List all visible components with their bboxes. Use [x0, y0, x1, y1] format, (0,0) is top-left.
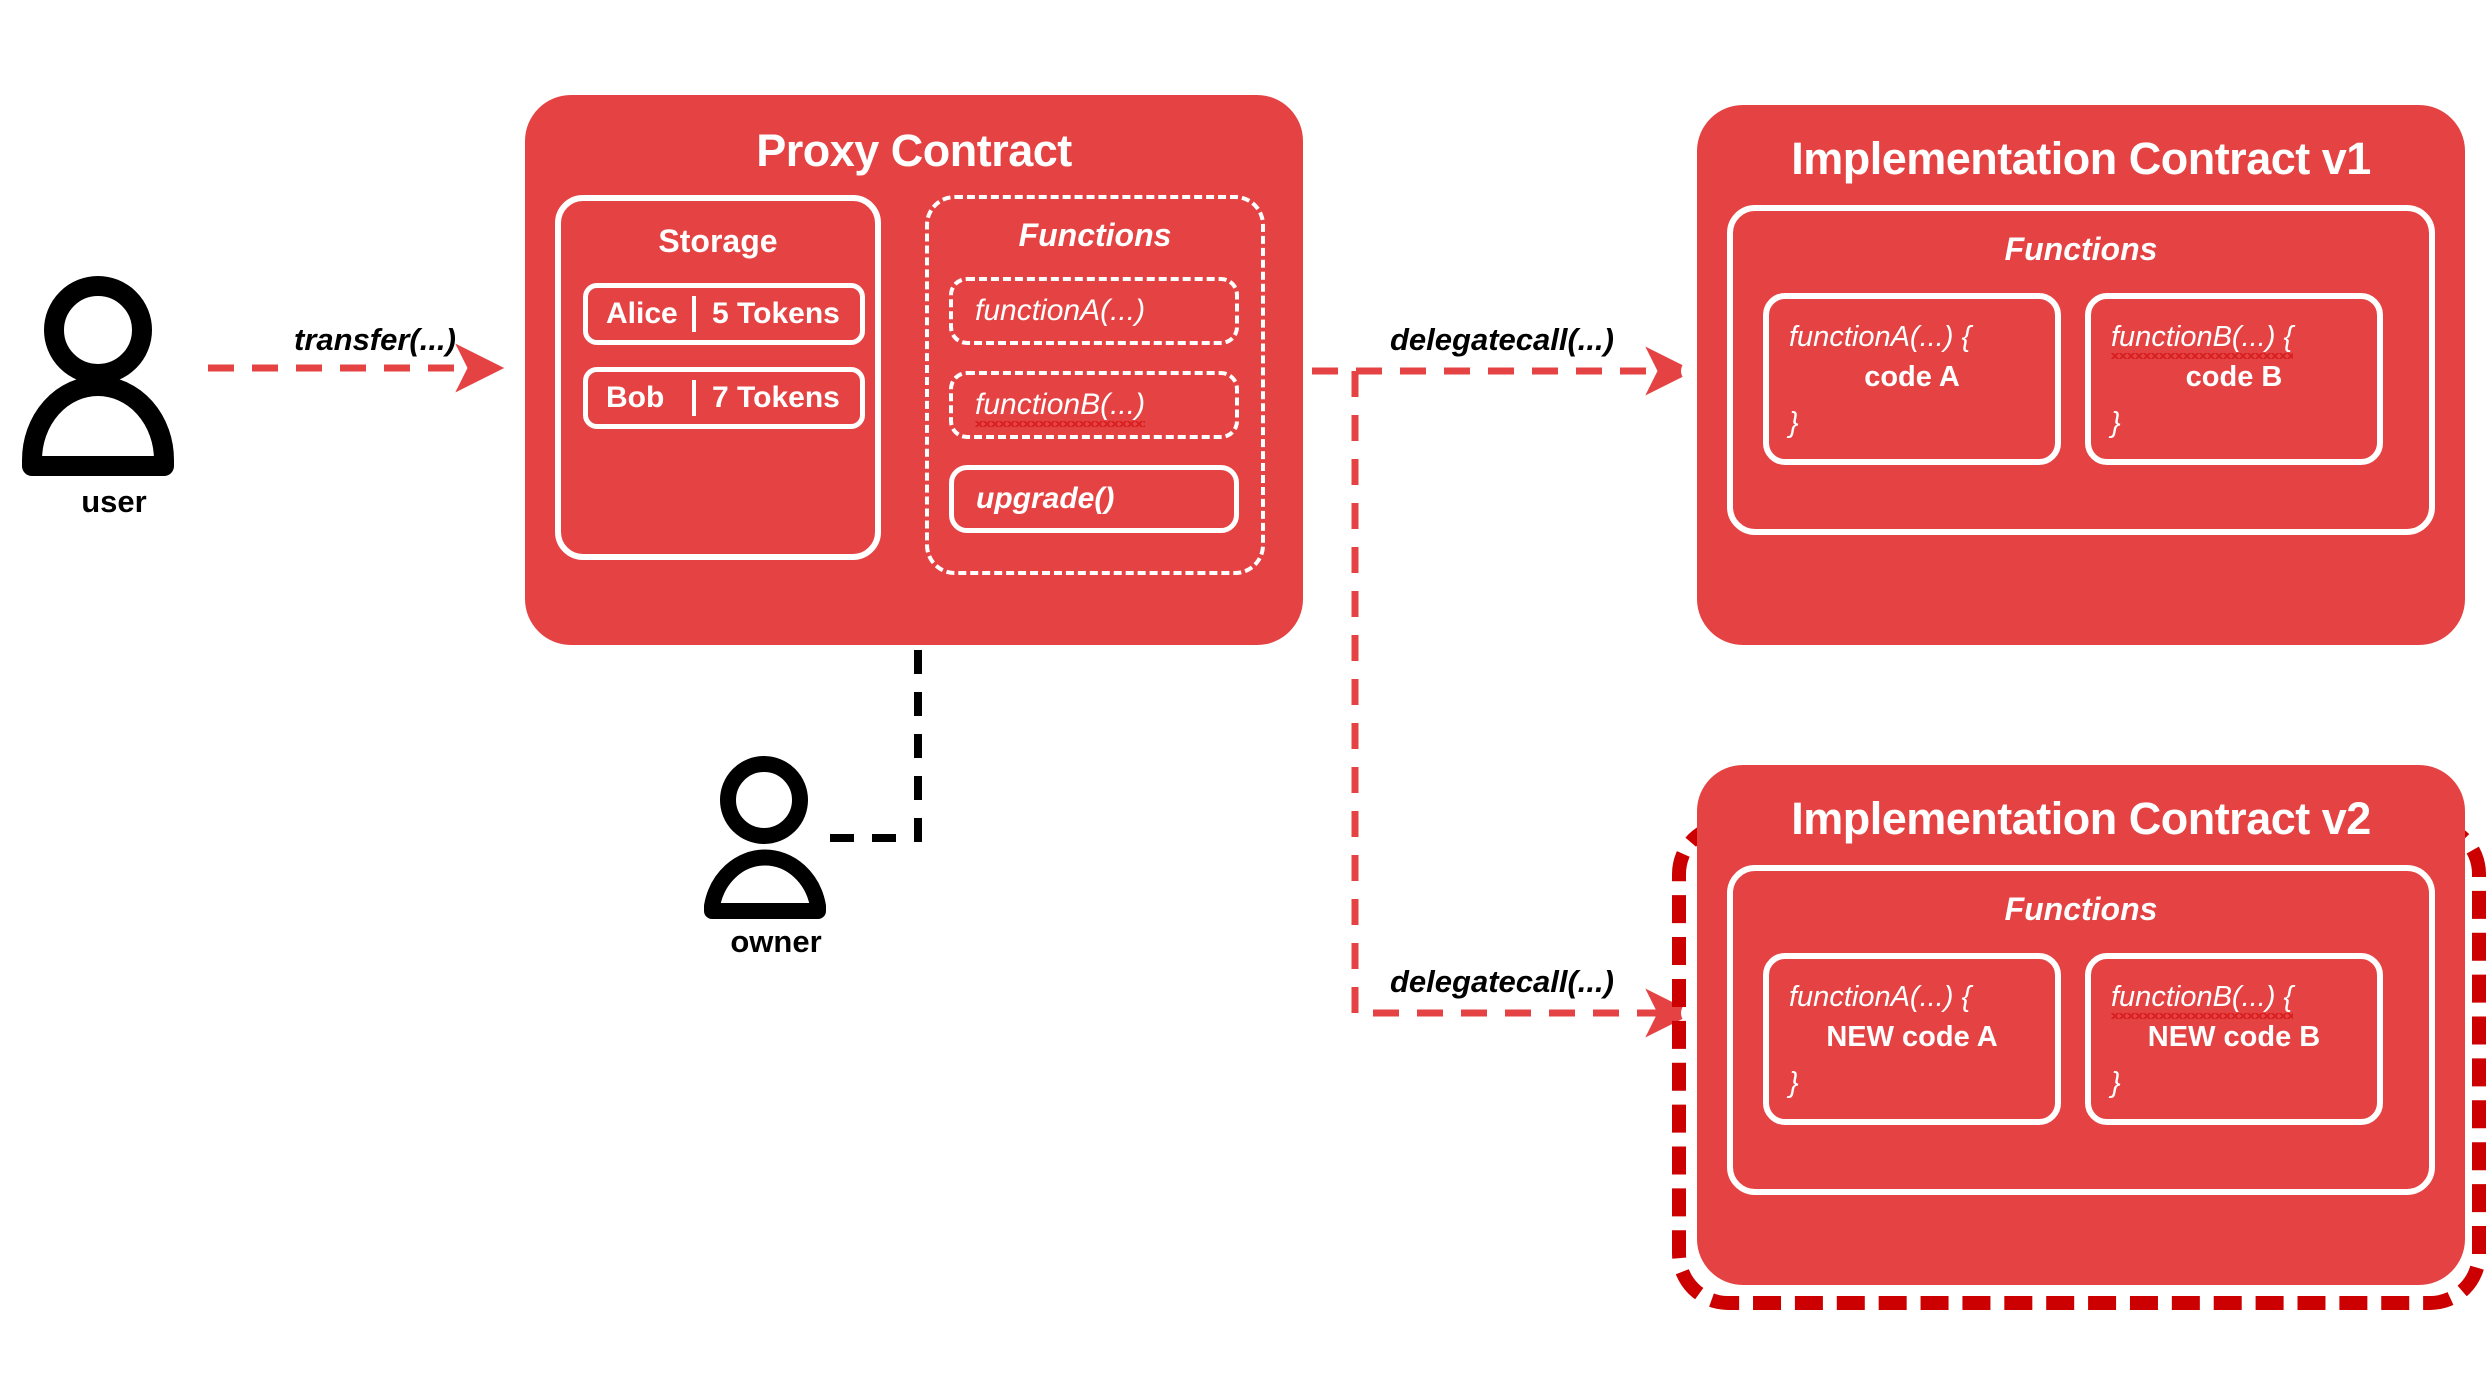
proxy-functions-group: Functions functionA(...) functionB(...) …	[925, 195, 1265, 575]
function-close: }	[2111, 1067, 2121, 1099]
function-signature: functionA(...) {	[1789, 321, 1972, 353]
function-close: }	[1789, 407, 1799, 439]
implementation-v2-card[interactable]: Implementation Contract v2 Functions fun…	[1697, 765, 2465, 1285]
storage-row[interactable]: Bob 7 Tokens	[583, 367, 865, 429]
implementation-v1-functionA-box[interactable]: functionA(...) { code A }	[1763, 293, 2061, 465]
implementation-v1-functions-panel: Functions functionA(...) { code A } func…	[1727, 205, 2435, 535]
implementation-v2-functions-panel: Functions functionA(...) { NEW code A } …	[1727, 865, 2435, 1195]
implementation-v1-card[interactable]: Implementation Contract v1 Functions fun…	[1697, 105, 2465, 645]
implementation-v1-functions-title: Functions	[2004, 231, 2158, 267]
proxy-function-label: functionB(...)	[975, 388, 1146, 427]
implementation-v1-title: Implementation Contract v1	[1791, 133, 2371, 184]
storage-row-divider	[692, 380, 696, 416]
function-close: }	[1789, 1067, 1799, 1099]
storage-row-value: 7 Tokens	[712, 381, 840, 414]
storage-row-name: Alice	[606, 297, 678, 330]
proxy-functions-title: Functions	[1018, 217, 1172, 253]
edge-delegatecall-v2	[1351, 371, 1695, 1038]
storage-row[interactable]: Alice 5 Tokens	[583, 283, 865, 345]
function-signature-text: functionB(...) {	[2111, 321, 2294, 359]
edge-label-delegatecall-v1: delegatecall(...)	[1390, 322, 1614, 357]
proxy-storage-panel: Storage Alice 5 Tokens Bob 7 Tokens	[555, 195, 881, 560]
function-close: }	[2111, 407, 2121, 439]
storage-title: Storage	[658, 223, 778, 259]
proxy-function-functionA[interactable]: functionA(...)	[949, 277, 1239, 345]
implementation-v2-functionB-box[interactable]: functionB(...) { NEW code B }	[2085, 953, 2383, 1125]
proxy-function-label: functionA(...)	[975, 294, 1146, 327]
function-body: NEW code B	[2147, 1021, 2321, 1053]
function-signature: functionA(...) {	[1789, 981, 1972, 1013]
actor-owner-label: owner	[730, 924, 822, 959]
implementation-v2-functionA-box[interactable]: functionA(...) { NEW code A }	[1763, 953, 2061, 1125]
function-body: code B	[2185, 361, 2283, 393]
proxy-function-upgrade[interactable]: upgrade()	[949, 465, 1239, 533]
implementation-v2-highlight-outline	[1672, 818, 2486, 1310]
actor-owner: owner	[700, 758, 852, 959]
storage-row-divider	[692, 296, 696, 332]
implementation-v1-functionB-box[interactable]: functionB(...) { code B }	[2085, 293, 2383, 465]
function-signature: functionB(...) {	[2111, 321, 2294, 359]
proxy-contract-title: Proxy Contract	[756, 125, 1072, 176]
actor-user-label: user	[81, 484, 147, 519]
edge-label-transfer: transfer(...)	[294, 322, 456, 357]
actor-user: user	[18, 278, 210, 519]
storage-row-name: Bob	[606, 381, 665, 414]
function-body: NEW code A	[1826, 1021, 1998, 1053]
implementation-v2-functions-title: Functions	[2004, 891, 2158, 927]
proxy-function-label: upgrade()	[976, 482, 1115, 515]
edge-label-delegatecall-v2: delegatecall(...)	[1390, 964, 1614, 999]
proxy-function-functionB[interactable]: functionB(...)	[949, 371, 1239, 439]
function-signature-text: functionB(...) {	[2111, 981, 2294, 1019]
function-signature: functionB(...) {	[2111, 981, 2294, 1019]
function-body: code A	[1864, 361, 1960, 393]
proxy-contract-card[interactable]: Proxy Contract Storage Alice 5 Tokens Bo…	[525, 95, 1303, 645]
implementation-v2-title: Implementation Contract v2	[1791, 793, 2371, 844]
storage-row-value: 5 Tokens	[712, 297, 840, 330]
